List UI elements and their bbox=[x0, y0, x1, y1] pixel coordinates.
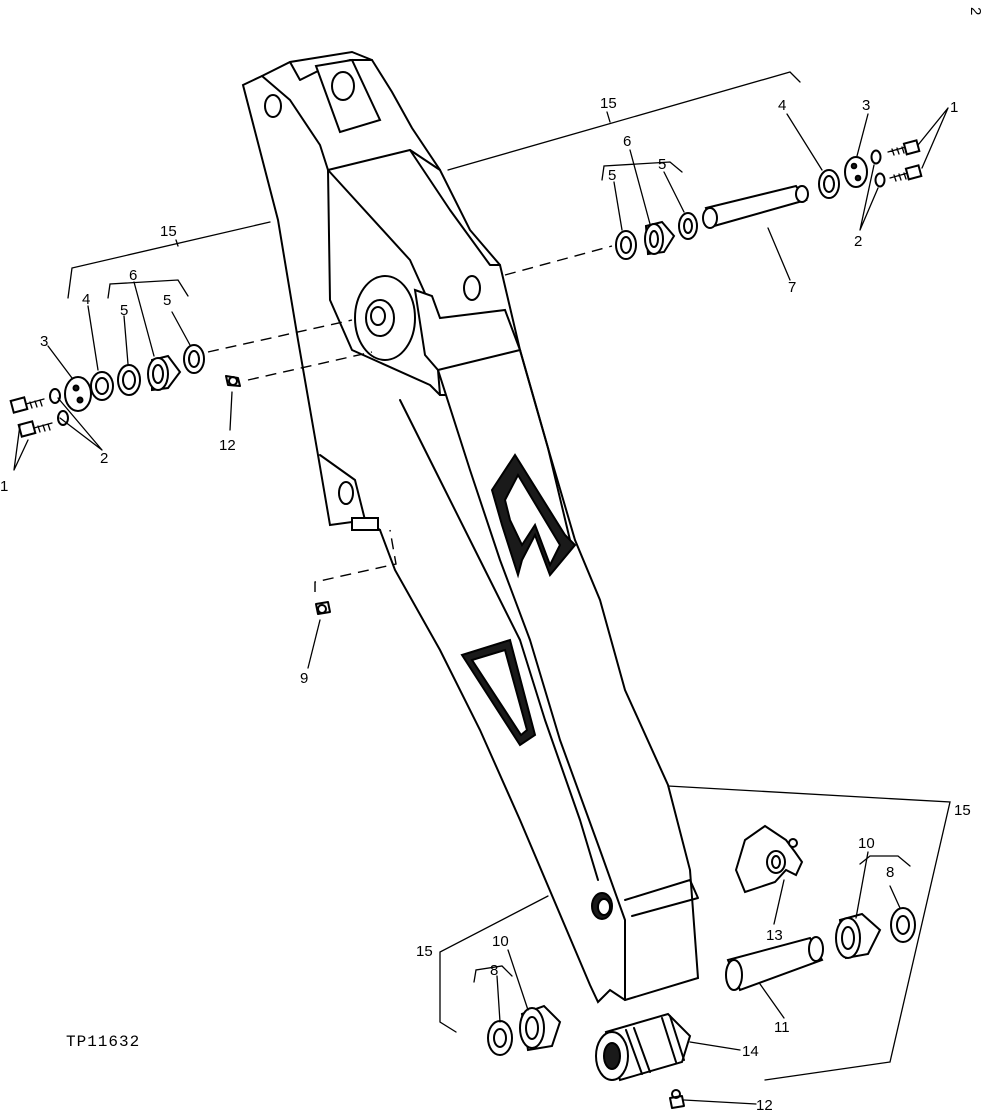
pin-upper bbox=[704, 184, 808, 228]
figure-code: TP11632 bbox=[66, 1033, 140, 1051]
grease-fitting-side bbox=[314, 529, 397, 615]
callout-15-left: 15 bbox=[160, 223, 177, 240]
callout-10-left: 10 bbox=[492, 933, 509, 950]
left-pin-axis bbox=[207, 319, 353, 353]
inner-panel-left bbox=[327, 169, 441, 396]
cap-screw-upper bbox=[9, 396, 45, 414]
top-bracket-hole bbox=[331, 71, 355, 101]
retainer-plate-right bbox=[844, 156, 868, 188]
seal-left-outer bbox=[117, 364, 141, 396]
left-fitting-axis bbox=[247, 351, 373, 381]
cap-screw-right-upper bbox=[887, 139, 921, 156]
grease-fitting-lower bbox=[669, 1089, 685, 1109]
retainer-plate-left bbox=[64, 376, 92, 412]
upper-left-hole bbox=[264, 94, 282, 118]
chevron-cutout-inner bbox=[503, 472, 562, 568]
boom-spine-left bbox=[437, 369, 626, 1001]
page-mark: 2 bbox=[967, 7, 984, 15]
callout-2-left: 2 bbox=[100, 450, 108, 467]
callout-15-lower-left: 15 bbox=[416, 943, 433, 960]
callout-labels: 15 15 15 15 3 4 5 6 5 2 1 12 5 6 5 4 3 1… bbox=[0, 95, 971, 1112]
inner-panel-right bbox=[409, 149, 501, 266]
callout-3-left: 3 bbox=[40, 333, 48, 350]
washer-right-upper bbox=[870, 149, 882, 165]
callout-6-right: 6 bbox=[623, 133, 631, 150]
inner-panel-diagonal bbox=[327, 169, 429, 301]
callout-2-right: 2 bbox=[854, 233, 862, 250]
shim-right bbox=[818, 169, 840, 199]
boom-top-plate bbox=[261, 75, 441, 171]
right-upper-hardware bbox=[504, 139, 923, 276]
callout-15-lower-right: 15 bbox=[954, 802, 971, 819]
callout-7: 7 bbox=[788, 279, 796, 296]
boom-arm bbox=[241, 50, 700, 1004]
callout-6-left: 6 bbox=[129, 267, 137, 284]
callout-8-right: 8 bbox=[886, 864, 894, 881]
plate-hole-a bbox=[72, 384, 80, 392]
callout-3-right: 3 bbox=[862, 97, 870, 114]
bottom-pin-hole-inner bbox=[597, 898, 611, 916]
right-pin-axis bbox=[504, 245, 613, 276]
seal-right-inner bbox=[615, 230, 637, 260]
boom-outline bbox=[241, 50, 700, 1004]
grease-fitting-mount bbox=[351, 517, 379, 531]
leader-lines bbox=[13, 71, 951, 1105]
callout-5-right-b: 5 bbox=[658, 156, 666, 173]
callout-9: 9 bbox=[300, 670, 308, 687]
pivot-boss-bore bbox=[370, 306, 386, 326]
callout-5-left-a: 5 bbox=[120, 302, 128, 319]
callout-14: 14 bbox=[742, 1043, 759, 1060]
washer-right-lower bbox=[874, 172, 886, 188]
washer-upper bbox=[49, 388, 61, 404]
callout-13: 13 bbox=[766, 927, 783, 944]
seal-lower-right bbox=[890, 907, 916, 943]
cap-screw-lower bbox=[17, 420, 53, 438]
callout-15-upper: 15 bbox=[600, 95, 617, 112]
seal-right-outer bbox=[678, 212, 698, 240]
boom-spine-right bbox=[519, 349, 571, 541]
right-side-hole bbox=[463, 275, 481, 301]
callout-1-left: 1 bbox=[0, 478, 8, 495]
callout-4-right: 4 bbox=[778, 97, 786, 114]
callout-4-left: 4 bbox=[82, 291, 90, 308]
callout-5-left-b: 5 bbox=[163, 292, 171, 309]
grease-fitting-upper bbox=[225, 375, 241, 387]
boom-bottom-cap bbox=[624, 879, 699, 917]
triangle-cutout-inner bbox=[470, 648, 529, 737]
lower-hardware bbox=[487, 824, 916, 1109]
callout-10-right: 10 bbox=[858, 835, 875, 852]
lower-left-hole bbox=[338, 481, 354, 505]
seal-left-inner bbox=[183, 344, 205, 374]
callout-5-right-a: 5 bbox=[608, 167, 616, 184]
center-block-edge bbox=[437, 369, 446, 396]
plate-hole-b bbox=[76, 396, 84, 404]
left-hardware bbox=[9, 319, 373, 438]
callout-11: 11 bbox=[774, 1019, 790, 1036]
callout-12-lower: 12 bbox=[756, 1097, 773, 1112]
center-block bbox=[413, 288, 522, 372]
shim-left bbox=[90, 371, 114, 401]
pin-lower bbox=[726, 936, 824, 992]
seal-lower-left bbox=[487, 1020, 513, 1056]
boom-spine-inner bbox=[399, 399, 599, 881]
callout-8-left: 8 bbox=[490, 962, 498, 979]
callout-12-upper: 12 bbox=[219, 437, 236, 454]
cap-screw-right-lower bbox=[889, 164, 923, 182]
callout-1-right: 1 bbox=[950, 99, 958, 116]
